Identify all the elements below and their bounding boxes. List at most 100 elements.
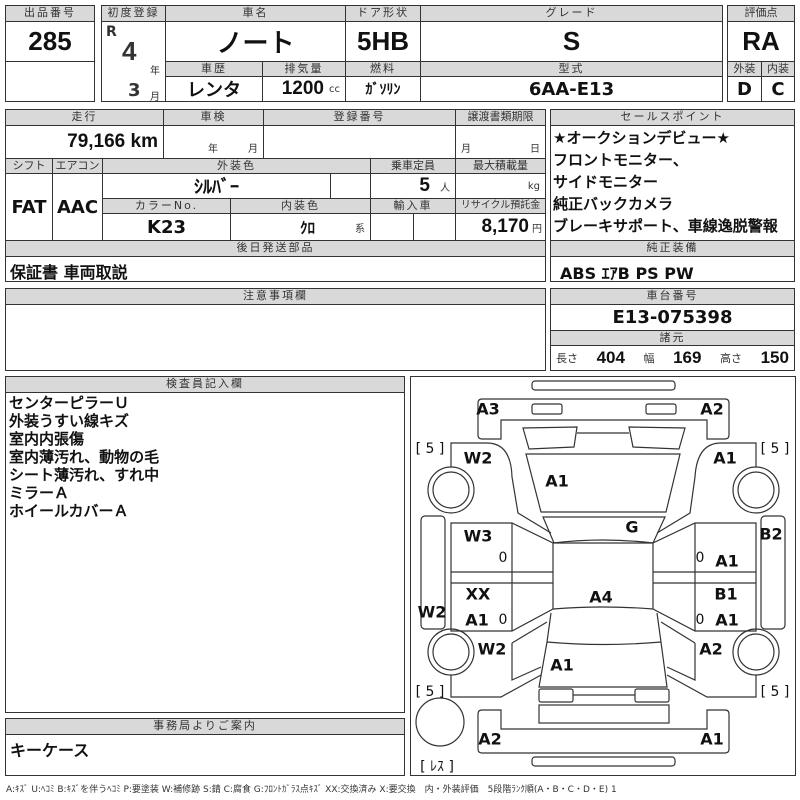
sales-line: 純正バックカメラ: [553, 195, 674, 213]
capacity-cell: 5 人: [370, 173, 456, 199]
ac: AAC: [52, 173, 103, 241]
height-label: 高さ: [720, 352, 742, 365]
lot-label: 出品番号: [5, 5, 95, 22]
mark-rocker-left: W2: [417, 602, 447, 622]
disp-cell: 1200 cc: [262, 76, 346, 102]
length-label: 長さ: [556, 352, 578, 365]
first-reg-cell: [101, 21, 166, 102]
dims-cell: 長さ 404 幅 169 高さ 150: [550, 345, 795, 371]
interior-color: ｸﾛ: [299, 218, 315, 237]
model: 6AA-E13: [420, 76, 723, 102]
inspector-line: 室内薄汚れ、動物の毛: [9, 448, 160, 466]
inspector-box: [5, 392, 405, 713]
mark-handle: 0: [695, 550, 705, 566]
notes-box: [5, 304, 546, 371]
recycle-fee: 8,170: [481, 216, 529, 237]
legend: A:ｷｽﾞ U:ﾍｺﾐ B:ｷｽﾞを伴うﾍｺﾐ P:要塗装 W:補修跡 S:錆 …: [6, 785, 617, 795]
inspection-cell: 年 月: [163, 125, 264, 159]
reg-month: 3: [128, 80, 141, 101]
grade: S: [420, 21, 723, 62]
mark-rear-door-right: A1: [715, 610, 739, 630]
reg-number-label: 登録番号: [263, 109, 456, 126]
ext-label: 外装: [727, 61, 762, 77]
mark-handle: 0: [498, 612, 508, 628]
name-label: 車名: [165, 5, 346, 22]
import-cell-1: [370, 213, 414, 241]
later-parts-label: 後日発送部品: [5, 240, 546, 257]
color-no: K23: [102, 213, 231, 241]
width-label: 幅: [643, 352, 655, 365]
chassis-label: 車台番号: [550, 288, 795, 305]
reg-year: 4: [122, 36, 137, 66]
mark-rear-door-left: A1: [465, 610, 489, 630]
mark-rear-bumper-left: A2: [478, 729, 502, 749]
recycle-label: リサイクル預託金: [455, 198, 546, 214]
door-type: 5HB: [345, 21, 421, 62]
mark-windshield: G: [625, 517, 639, 537]
recycle-unit: 円: [532, 223, 542, 235]
int-grade: C: [761, 76, 795, 102]
mark-quarter-right: A2: [699, 639, 723, 659]
fuel: ｶﾞｿﾘﾝ: [345, 76, 421, 102]
color-no-label: カラーNo.: [102, 198, 231, 214]
mark-pillar-left: XX: [465, 584, 491, 604]
sales-points: ★オークションデビュー★ フロントモニター、 サイドモニター 純正バックカメラ …: [553, 128, 778, 236]
tire-front-right: [ 5 ]: [760, 441, 790, 457]
history: レンタ: [165, 76, 263, 102]
tire-rear-right: [ 5 ]: [760, 684, 790, 700]
equip-label: 純正装備: [550, 240, 795, 257]
shift: FAT: [5, 173, 53, 241]
load-label: 最大積載量: [455, 158, 546, 174]
mark-rear-bumper-right: A1: [700, 729, 724, 749]
lot-cell: [5, 21, 95, 62]
notes-label: 注意事項欄: [5, 288, 546, 305]
transfer-label: 譲渡書類期限: [455, 109, 546, 126]
mark-hood: A1: [545, 471, 569, 491]
inspector-notes: センターピラーＵ 外装うすい線キズ 室内内張傷 室内薄汚れ、動物の毛 シート薄汚…: [9, 394, 159, 520]
later-parts-cell: [5, 256, 546, 282]
import-cell-2: [413, 213, 456, 241]
inspection-year: 年: [208, 144, 218, 155]
displacement: 1200: [281, 78, 324, 99]
interior-unit: 系: [355, 223, 365, 235]
inspector-line: 室内内張傷: [9, 430, 85, 448]
sales-line: ★オークションデビュー★: [553, 129, 730, 147]
ac-label: エアコン: [52, 158, 103, 174]
spare-tire: [ ﾚｽ ]: [420, 759, 454, 775]
score: RA: [727, 21, 795, 62]
lot-blank: [5, 61, 95, 102]
grade-label: グレード: [420, 5, 723, 22]
sales-label: セールスポイント: [550, 109, 795, 126]
inspector-line: ホイールカバーＡ: [9, 502, 129, 520]
load-cell: kg: [455, 173, 546, 199]
sales-box: [550, 125, 795, 241]
length: 404: [596, 348, 625, 367]
capacity: 5: [419, 175, 430, 196]
office-note: キーケース: [10, 741, 90, 760]
color-label: 外装色: [102, 158, 371, 174]
inspection-month: 月: [248, 144, 258, 155]
import-label: 輸入車: [370, 198, 456, 214]
tire-rear-left: [ 5 ]: [415, 684, 445, 700]
reg-number-cell: [263, 125, 456, 159]
mark-fender-right: A1: [713, 448, 737, 468]
height: 150: [760, 348, 789, 367]
mark-quarter-left: W2: [477, 639, 507, 659]
color-blank: [330, 173, 371, 199]
chassis-number: E13-075398: [550, 304, 795, 331]
inspector-label: 検査員記入欄: [5, 376, 405, 393]
sales-line: フロントモニター、: [553, 151, 688, 169]
inspection-label: 車検: [163, 109, 264, 126]
mileage-cell: 79,166 km: [5, 125, 164, 159]
later-parts: 保証書 車両取説: [10, 263, 128, 282]
mark-front-door-right: A1: [715, 551, 739, 571]
month-unit: 月: [150, 92, 160, 103]
shift-label: シフト: [5, 158, 53, 174]
sales-line: ブレーキサポート、車線逸脱警報: [553, 217, 778, 235]
mark-tailgate: A1: [550, 655, 574, 675]
ext-grade: D: [727, 76, 762, 102]
car-outline-icon: [415, 380, 786, 767]
width: 169: [673, 348, 702, 367]
int-label: 内装: [761, 61, 795, 77]
damage-diagram: [410, 376, 796, 776]
